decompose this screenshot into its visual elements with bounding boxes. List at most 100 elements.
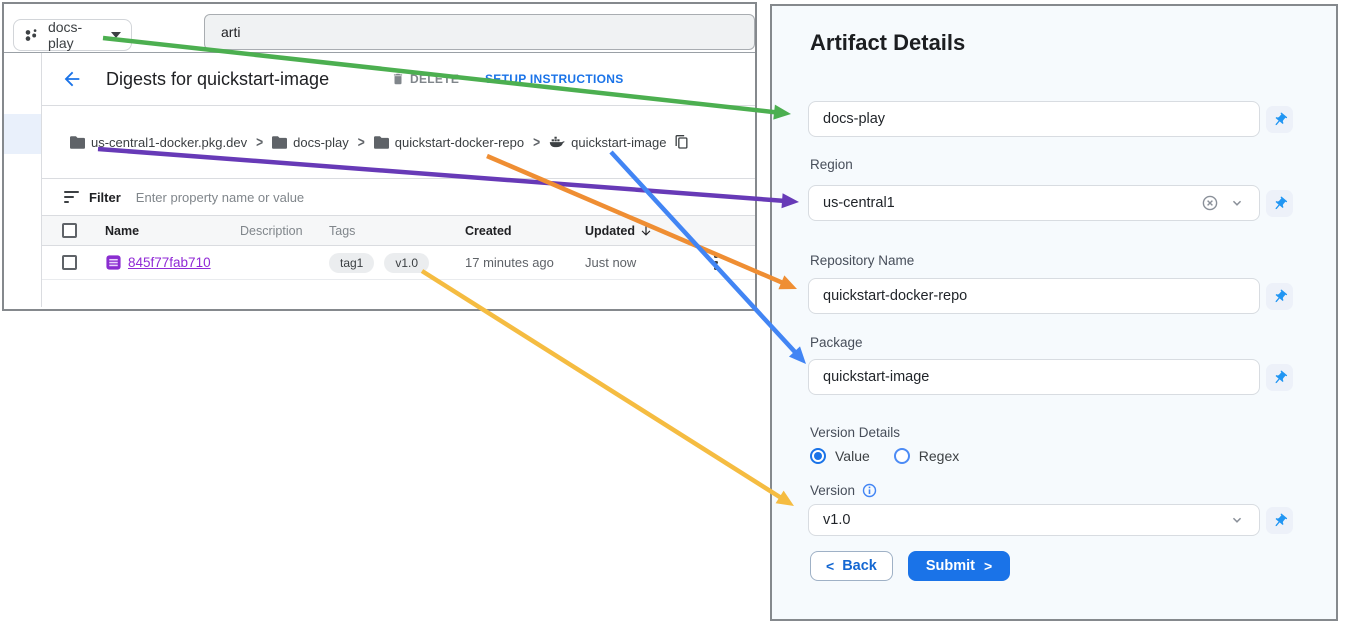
- version-field-value: v1.0: [823, 512, 851, 528]
- filter-bar[interactable]: Filter Enter property name or value: [42, 179, 755, 216]
- artifact-details-panel: Artifact Details docs-play Region us-cen…: [770, 4, 1338, 621]
- clear-circle-icon: [1202, 195, 1218, 211]
- trash-icon: [393, 73, 403, 85]
- dropdown-button[interactable]: [1229, 512, 1245, 528]
- project-selector[interactable]: docs-play: [13, 19, 132, 51]
- pin-icon: [1275, 370, 1287, 383]
- repository-field-value: quickstart-docker-repo: [823, 288, 968, 304]
- form-actions: < Back Submit >: [810, 551, 1011, 581]
- page-title: Digests for quickstart-image: [106, 68, 330, 89]
- row-overflow-menu[interactable]: [714, 254, 755, 271]
- repository-label: Repository Name: [810, 253, 915, 268]
- copy-button[interactable]: [674, 134, 689, 150]
- chevron-right-icon: >: [984, 558, 993, 574]
- chevron-left-icon: <: [826, 558, 835, 574]
- console-topbar: docs-play arti: [4, 4, 755, 53]
- breadcrumb-repository[interactable]: quickstart-docker-repo: [373, 135, 524, 150]
- back-arrow-button[interactable]: [60, 67, 84, 91]
- clear-button[interactable]: [1201, 194, 1219, 212]
- column-header-updated[interactable]: Updated: [585, 224, 700, 238]
- select-all-checkbox[interactable]: [62, 223, 77, 238]
- breadcrumb-separator: >: [256, 133, 264, 151]
- filter-icon: [64, 191, 79, 203]
- region-field-value: us-central1: [823, 195, 895, 211]
- breadcrumb-project[interactable]: docs-play: [272, 135, 349, 150]
- version-pin-button[interactable]: [1266, 507, 1293, 534]
- left-nav-strip: [4, 53, 42, 307]
- tag-chip[interactable]: v1.0: [384, 252, 430, 273]
- breadcrumb-separator: >: [357, 133, 365, 151]
- folder-icon: [373, 135, 389, 149]
- chevron-down-icon: [111, 32, 121, 38]
- setup-instructions-link[interactable]: SETUP INSTRUCTIONS: [485, 72, 624, 86]
- digest-name-cell: 845f77fab710: [105, 254, 240, 271]
- digest-link[interactable]: 845f77fab710: [128, 255, 211, 270]
- row-updated: Just now: [585, 255, 637, 270]
- version-field[interactable]: v1.0: [808, 504, 1260, 536]
- column-header-tags[interactable]: Tags: [329, 223, 356, 238]
- project-field[interactable]: docs-play: [808, 101, 1260, 137]
- column-header-name[interactable]: Name: [105, 223, 140, 238]
- pin-icon: [1275, 196, 1287, 209]
- filter-placeholder: Enter property name or value: [135, 189, 305, 205]
- row-created: 17 minutes ago: [465, 255, 554, 270]
- tag-chip[interactable]: tag1: [329, 252, 375, 273]
- package-field-value: quickstart-image: [823, 369, 930, 385]
- dropdown-button[interactable]: [1229, 195, 1245, 211]
- package-pin-button[interactable]: [1266, 364, 1293, 391]
- repository-field[interactable]: quickstart-docker-repo: [808, 278, 1260, 314]
- project-field-value: docs-play: [823, 111, 886, 127]
- breadcrumb-registry[interactable]: us-central1-docker.pkg.dev: [70, 135, 247, 150]
- form-title: Artifact Details: [810, 30, 966, 55]
- row-tags: tag1 v1.0: [329, 252, 465, 273]
- column-header-description[interactable]: Description: [240, 223, 303, 238]
- version-label: Version: [810, 483, 856, 498]
- package-label: Package: [810, 335, 863, 350]
- search-input-value: arti: [221, 24, 241, 40]
- region-pin-button[interactable]: [1266, 190, 1293, 217]
- radio-value[interactable]: Value: [810, 448, 870, 464]
- project-picker-icon: [25, 28, 37, 41]
- digest-icon: [106, 255, 121, 270]
- search-input[interactable]: arti: [204, 14, 755, 50]
- radio-regex[interactable]: Regex: [893, 448, 959, 464]
- region-field[interactable]: us-central1: [808, 185, 1260, 221]
- chevron-down-icon: [1232, 200, 1242, 206]
- radio-unselected-icon: [893, 448, 910, 464]
- delete-button[interactable]: DELETE: [391, 72, 459, 86]
- table-row[interactable]: 845f77fab710 tag1 v1.0 17 minutes ago Ju…: [42, 246, 755, 280]
- sort-descending-icon: [641, 225, 651, 236]
- docker-whale-icon: [549, 136, 565, 148]
- filter-label: Filter: [89, 189, 121, 205]
- package-field[interactable]: quickstart-image: [808, 359, 1260, 395]
- folder-icon: [272, 135, 288, 149]
- back-arrow-icon: [64, 71, 80, 87]
- row-checkbox[interactable]: [62, 255, 77, 270]
- folder-icon: [70, 135, 85, 149]
- page-header: Digests for quickstart-image DELETE SETU…: [42, 53, 755, 106]
- repository-pin-button[interactable]: [1266, 283, 1293, 310]
- info-icon[interactable]: [862, 483, 877, 498]
- project-pin-button[interactable]: [1266, 106, 1293, 133]
- breadcrumb-package[interactable]: quickstart-image: [549, 135, 666, 150]
- pin-icon: [1275, 112, 1287, 125]
- project-selector-label: docs-play: [47, 19, 83, 51]
- console-main: Digests for quickstart-image DELETE SETU…: [42, 53, 755, 307]
- nav-active-highlight[interactable]: [4, 114, 41, 154]
- version-details-label: Version Details: [810, 425, 901, 440]
- back-button[interactable]: < Back: [810, 551, 893, 581]
- pin-icon: [1275, 513, 1287, 526]
- version-label-row: Version: [810, 483, 877, 498]
- radio-selected-icon: [810, 448, 826, 464]
- chevron-down-icon: [1232, 517, 1242, 523]
- table-header-row: Name Description Tags Created Updated: [42, 216, 755, 246]
- pin-icon: [1275, 289, 1287, 302]
- breadcrumb: us-central1-docker.pkg.dev > docs-play >: [42, 106, 755, 179]
- column-header-created[interactable]: Created: [465, 223, 512, 238]
- submit-button[interactable]: Submit >: [907, 551, 1011, 581]
- copy-icon: [675, 135, 688, 149]
- console-panel: docs-play arti Digests for q: [2, 2, 757, 311]
- version-details-radios: Value Regex: [810, 448, 959, 464]
- breadcrumb-separator: >: [533, 133, 541, 151]
